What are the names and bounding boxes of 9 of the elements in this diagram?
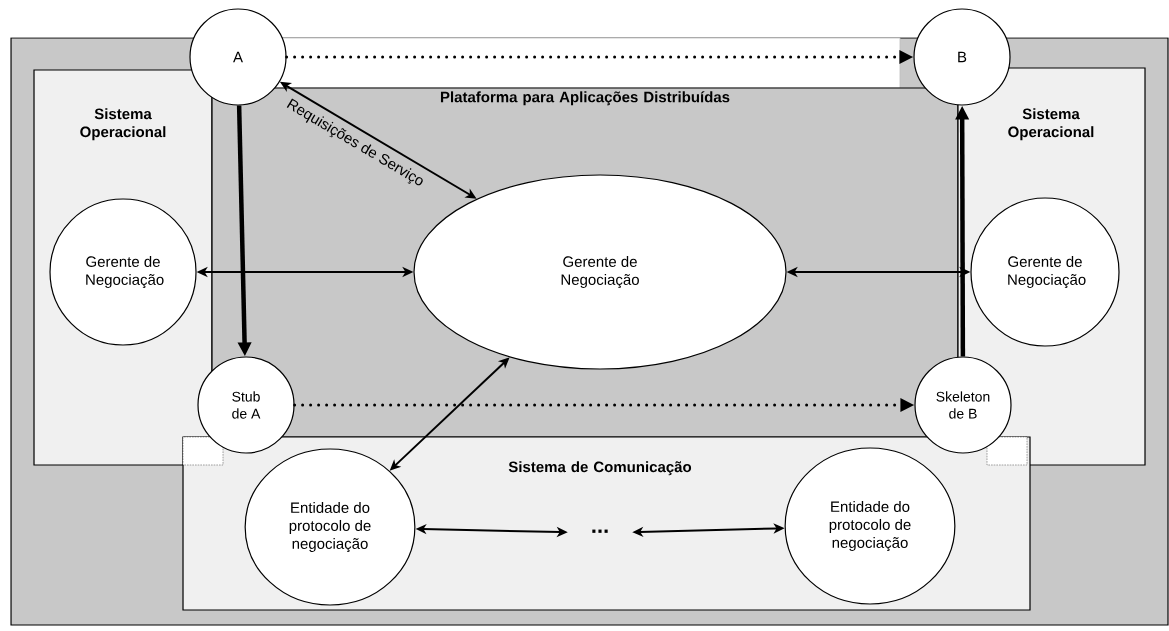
ellipse-node: Entidade do protocolo de negociação [244, 448, 416, 606]
circle-node: Gerente de Negociação [49, 198, 197, 346]
circle-node: Gerente de Negociação [970, 197, 1120, 347]
circle-node: B [913, 8, 1011, 106]
circle-node: Skeleton de B [914, 356, 1012, 454]
circle-node: Stub de A [197, 356, 295, 454]
ellipsis-text: ... [592, 529, 608, 533]
ellipse-node: Entidade do protocolo de negociação [784, 447, 956, 605]
circle-node: A [189, 8, 287, 106]
